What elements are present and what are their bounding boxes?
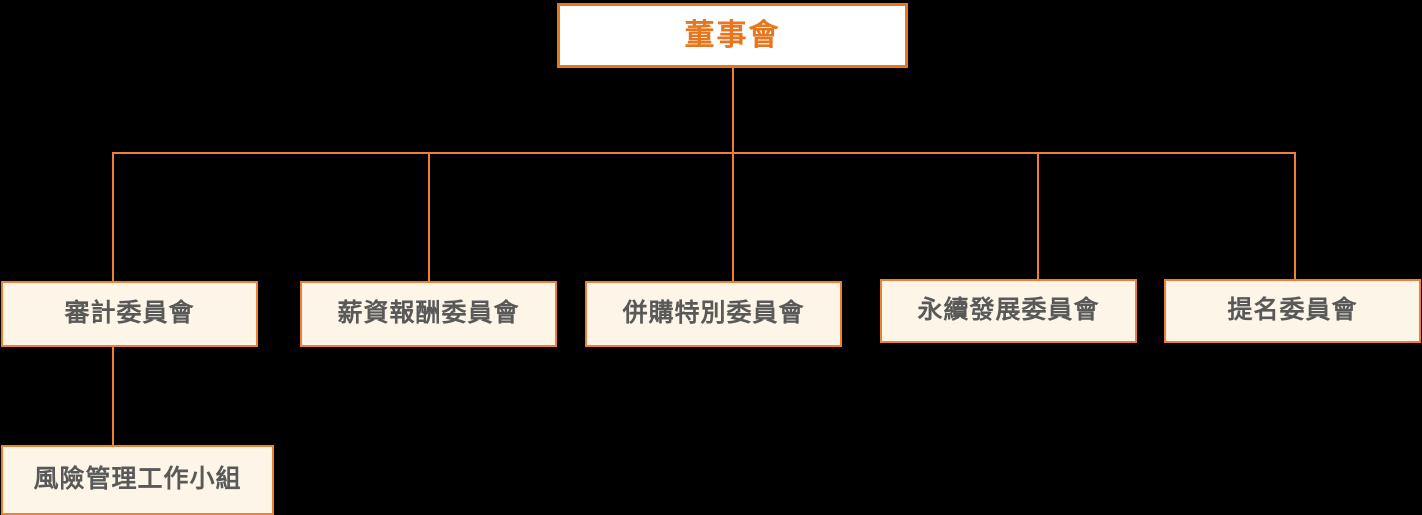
node-label: 風險管理工作小組: [33, 465, 242, 494]
node-label: 審計委員會: [64, 299, 195, 328]
connector-audit-to-risk-group: [112, 347, 114, 446]
node-board-of-directors[interactable]: 董事會: [557, 3, 908, 68]
connector-horizontal-bus: [112, 152, 1296, 154]
node-compensation-committee[interactable]: 薪資報酬委員會: [300, 281, 557, 347]
node-label: 永續發展委員會: [917, 296, 1100, 325]
node-audit-committee[interactable]: 審計委員會: [1, 281, 258, 347]
node-label: 董事會: [684, 19, 781, 52]
connector-drop-sustainability: [1037, 152, 1039, 282]
node-sustainability-committee[interactable]: 永續發展委員會: [880, 279, 1137, 343]
node-risk-management-working-group[interactable]: 風險管理工作小組: [1, 445, 274, 515]
node-label: 提名委員會: [1227, 296, 1358, 325]
node-nomination-committee[interactable]: 提名委員會: [1164, 279, 1421, 343]
node-ma-special-committee[interactable]: 併購特別委員會: [585, 281, 842, 347]
connector-drop-compensation: [428, 152, 430, 282]
connector-drop-ma-special: [732, 152, 734, 282]
connector-root-trunk: [732, 68, 734, 153]
node-label: 薪資報酬委員會: [337, 299, 520, 328]
node-label: 併購特別委員會: [622, 299, 805, 328]
connector-drop-audit: [112, 152, 114, 282]
connector-drop-nomination: [1294, 152, 1296, 282]
